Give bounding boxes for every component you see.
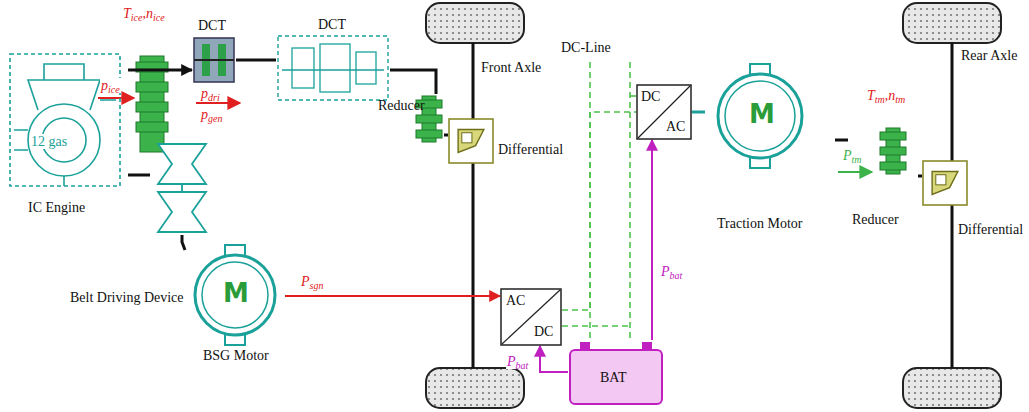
- component-label: BSG Motor: [203, 348, 269, 363]
- label-text: P: [843, 148, 852, 163]
- component-label: DCT: [318, 17, 346, 32]
- signal-label: Tice,nice: [122, 6, 166, 21]
- component-node: Reducer: [848, 128, 918, 228]
- component-label: M: [223, 279, 249, 308]
- label-text: P: [301, 274, 310, 289]
- label-text: P: [507, 354, 516, 369]
- label-text: Front Axle: [481, 60, 541, 75]
- connector: [562, 112, 636, 310]
- component-label: Traction Motor: [717, 216, 802, 231]
- subscript: dri: [208, 92, 220, 103]
- label-text: T: [123, 6, 131, 21]
- connector: [182, 235, 185, 250]
- label-text: n: [888, 88, 895, 103]
- component-node: DCT: [192, 14, 236, 84]
- component-symbol: [705, 64, 835, 236]
- subscript: ice: [108, 84, 120, 95]
- subscript: gen: [208, 113, 222, 124]
- component-node: Differential: [922, 160, 1026, 242]
- subscript: tm: [875, 94, 885, 105]
- label-text: T: [867, 88, 875, 103]
- label-text: Rear Axle: [961, 48, 1017, 63]
- connector: [692, 111, 705, 114]
- component-label: Reducer: [378, 98, 425, 113]
- component-node: M BSG Motor: [185, 250, 285, 365]
- component-symbol: [150, 140, 215, 235]
- component-label: DC: [641, 89, 660, 104]
- signal-label: Pbat: [506, 354, 529, 369]
- connector: [390, 70, 436, 94]
- label-text: P: [661, 264, 670, 279]
- label-text: DC-Line: [561, 40, 611, 55]
- component-node: Reducer: [378, 94, 444, 146]
- component-node: Differential: [448, 118, 568, 166]
- subscript: ice: [131, 12, 143, 23]
- component-label: Differential: [958, 222, 1023, 237]
- label-text: ,: [885, 88, 889, 103]
- connector: [835, 139, 848, 142]
- component-node: BAT: [568, 340, 664, 406]
- subscript: bat: [516, 360, 529, 371]
- component-label: Differential: [498, 142, 563, 157]
- signal-label: Rear Axle: [960, 48, 1018, 63]
- component-node: M Traction Motor: [705, 64, 835, 236]
- signal-label: 12 gas: [30, 134, 68, 149]
- signal-label: pgen: [200, 107, 223, 122]
- connector: [128, 69, 192, 72]
- signal-label: pdri: [200, 86, 221, 101]
- label-text: p: [201, 107, 208, 122]
- component-label: DCT: [198, 18, 226, 33]
- signal-label: pice: [100, 78, 121, 93]
- label-text: p: [201, 86, 208, 101]
- component-node: DC AC: [636, 84, 692, 140]
- connector: [236, 59, 276, 62]
- component-label: AC: [666, 119, 685, 134]
- label-text: 12 gas: [31, 134, 67, 149]
- subscript: tm: [852, 154, 862, 165]
- signal-label: DC-Line: [560, 40, 612, 55]
- subscript: bat: [670, 270, 683, 281]
- component-node: Belt Driving Device: [150, 140, 215, 235]
- component-node: AC DC: [500, 288, 562, 346]
- label-text: p: [101, 78, 108, 93]
- component-label: BAT: [600, 370, 626, 385]
- component-label: IC Engine: [28, 200, 85, 215]
- signal-label: Ptm: [842, 148, 863, 163]
- connector: [918, 175, 922, 178]
- subscript: ice: [153, 12, 165, 23]
- connector: [444, 134, 448, 137]
- connector: [540, 346, 568, 372]
- component-label: Belt Driving Device: [70, 290, 184, 305]
- label-text: ,: [142, 6, 146, 21]
- signal-label: Pbat: [660, 264, 683, 279]
- component-label: DC: [534, 324, 553, 339]
- component-label: M: [749, 100, 775, 129]
- component-node: DCT: [276, 14, 390, 102]
- subscript: tm: [895, 94, 905, 105]
- component-label: Reducer: [852, 212, 899, 227]
- signal-label: Psgn: [300, 274, 324, 289]
- signal-label: Front Axle: [480, 60, 542, 75]
- signal-label: Ttm,ntm: [866, 88, 906, 103]
- label-text: n: [146, 6, 153, 21]
- subscript: sgn: [310, 280, 324, 291]
- connector: [285, 295, 500, 297]
- connector: [128, 174, 150, 177]
- component-label: AC: [506, 293, 525, 308]
- connector: [651, 140, 653, 340]
